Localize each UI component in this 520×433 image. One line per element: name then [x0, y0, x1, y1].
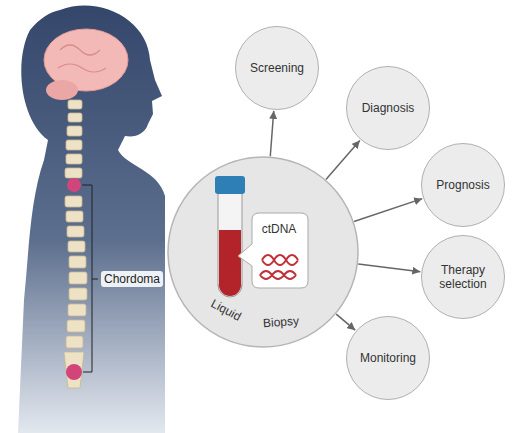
node-label: Liquid [208, 296, 243, 324]
spine [64, 100, 87, 388]
connector-arrow [336, 314, 355, 330]
node-label: Screening [242, 61, 312, 75]
tube-bottom [218, 285, 242, 297]
connector-arrow [270, 111, 273, 156]
node-label: Therapy selection [428, 263, 498, 292]
dna-strand [260, 271, 296, 279]
application-circle: Monitoring [346, 316, 430, 400]
bracket [82, 185, 98, 372]
liquid-biopsy-circle [168, 157, 358, 347]
tube-blood [219, 230, 241, 296]
connector-arrow [358, 264, 420, 272]
node-label: Diagnosis [353, 101, 423, 115]
cerebellum [46, 80, 78, 100]
part-label: Chordoma [101, 271, 163, 287]
node-label: Monitoring [353, 351, 423, 365]
application-circle: Prognosis [421, 143, 505, 227]
tube-cap [215, 176, 245, 194]
application-circle: Diagnosis [346, 66, 430, 150]
tumor-dot [66, 364, 82, 380]
dna-strand [262, 255, 298, 265]
node-label: ctDNA [252, 222, 306, 236]
human-silhouette [18, 6, 165, 433]
tumor-dot [67, 178, 81, 192]
liquid-biopsy-node: ctDNA LiquidBiopsy [168, 157, 358, 347]
application-circle: Screening [235, 26, 319, 110]
node-label: Prognosis [428, 178, 498, 192]
ctdna-bubble [238, 213, 308, 288]
application-circle: Therapy selection [421, 235, 505, 319]
node-label: Biopsy [263, 314, 300, 331]
connector-arrow [326, 140, 360, 179]
brain-folds [58, 45, 106, 72]
connector-arrow [354, 199, 422, 222]
